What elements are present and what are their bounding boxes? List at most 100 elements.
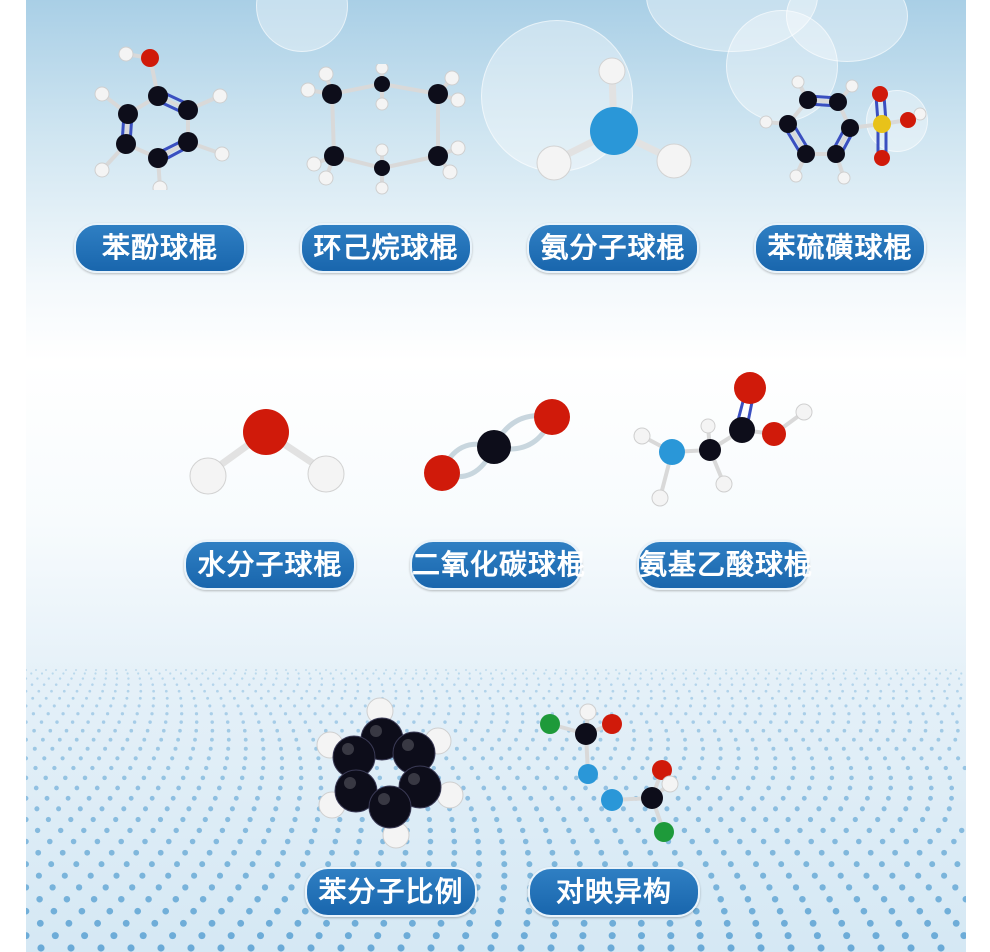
background-dot <box>658 683 661 686</box>
background-dot <box>575 669 577 671</box>
background-dot <box>609 919 617 927</box>
background-dot <box>463 737 468 742</box>
background-dot <box>127 683 130 686</box>
background-dot <box>889 677 892 680</box>
background-dot <box>127 677 130 680</box>
background-dot <box>82 775 88 781</box>
background-dot <box>830 704 834 708</box>
background-dot <box>573 683 577 686</box>
background-dot <box>728 827 734 834</box>
background-dot <box>241 765 247 771</box>
water-label: 水分子球棍 <box>184 540 356 590</box>
background-dot <box>953 737 958 742</box>
background-dot <box>916 907 924 915</box>
background-dot <box>667 932 675 940</box>
background-dot <box>78 907 86 915</box>
background-dot <box>164 689 168 693</box>
background-dot <box>313 696 317 700</box>
background-dot <box>349 704 353 708</box>
background-dot <box>351 919 359 927</box>
background-dot <box>663 756 668 761</box>
background-dot <box>139 872 146 879</box>
background-dot <box>26 932 30 940</box>
background-dot <box>161 775 166 781</box>
dot-pattern-background <box>26 669 966 952</box>
background-dot <box>505 669 507 671</box>
background-dot <box>676 696 680 700</box>
background-dot <box>534 728 539 733</box>
background-dot <box>522 785 527 791</box>
background-dot <box>298 765 304 771</box>
background-dot <box>105 672 108 675</box>
background-dot <box>142 838 148 845</box>
background-dot <box>150 827 156 834</box>
background-dot <box>583 785 588 791</box>
background-dot <box>866 919 874 927</box>
background-dot <box>26 669 27 671</box>
background-dot <box>542 746 547 751</box>
background-dot <box>925 806 931 812</box>
background-dot <box>61 872 68 879</box>
background-dot <box>650 677 654 680</box>
background-dot <box>33 785 39 791</box>
background-dot <box>684 785 690 791</box>
background-dot <box>396 720 401 724</box>
background-dot <box>469 907 477 915</box>
background-dot <box>942 816 948 823</box>
background-dot <box>359 816 365 823</box>
background-dot <box>622 696 626 700</box>
background-dot <box>888 785 894 791</box>
background-dot <box>574 849 580 856</box>
background-dot <box>451 838 458 845</box>
background-dot <box>78 756 83 761</box>
background-dot <box>453 728 458 733</box>
background-dot <box>952 884 959 891</box>
background-dot <box>810 765 816 771</box>
background-dot <box>761 728 766 733</box>
background-dot <box>522 672 525 675</box>
background-dot <box>731 704 735 708</box>
background-dot <box>170 756 175 761</box>
background-dot <box>113 728 117 733</box>
background-dot <box>237 919 245 927</box>
background-dot <box>275 669 277 671</box>
background-dot <box>821 677 824 680</box>
background-dot <box>501 872 508 879</box>
background-dot <box>490 746 494 751</box>
background-dot <box>915 704 919 708</box>
background-dot <box>744 696 747 700</box>
background-dot <box>145 895 152 903</box>
background-dot <box>133 756 138 761</box>
background-dot <box>535 669 537 671</box>
background-dot <box>380 919 388 927</box>
background-dot <box>497 737 501 742</box>
background-dot <box>265 919 273 927</box>
background-dot <box>878 696 882 700</box>
background-dot <box>534 689 538 693</box>
background-dot <box>791 756 796 761</box>
background-dot <box>859 806 865 812</box>
background-dot <box>58 677 62 680</box>
background-dot <box>483 689 487 693</box>
background-dot <box>242 827 249 834</box>
background-dot <box>268 872 275 879</box>
background-dot <box>844 677 847 680</box>
background-dot <box>876 712 881 716</box>
background-dot <box>598 737 603 742</box>
background-dot <box>380 683 384 686</box>
background-dot <box>538 816 545 823</box>
background-dot <box>707 720 711 724</box>
background-dot <box>901 677 904 680</box>
background-dot <box>553 756 559 761</box>
background-dot <box>885 672 888 675</box>
background-dot <box>956 756 961 761</box>
background-dot <box>646 683 649 686</box>
background-dot <box>901 704 905 708</box>
background-dot <box>754 765 759 771</box>
background-dot <box>30 672 33 675</box>
background-dot <box>545 765 550 771</box>
background-dot <box>663 696 667 700</box>
background-dot <box>960 683 963 686</box>
benzenesulfonic-acid-label: 苯硫磺球棍 <box>754 223 926 273</box>
background-dot <box>516 816 522 823</box>
